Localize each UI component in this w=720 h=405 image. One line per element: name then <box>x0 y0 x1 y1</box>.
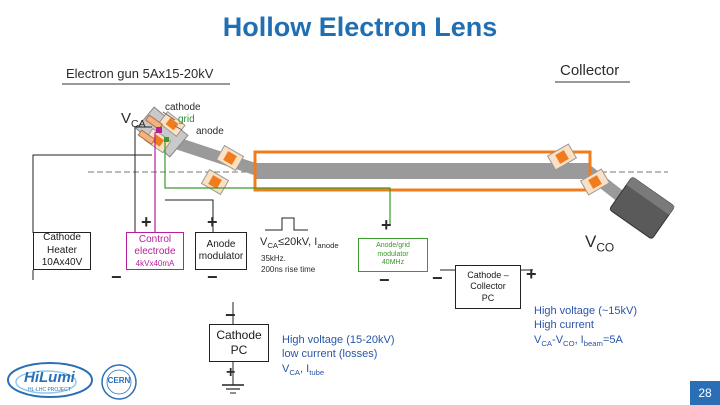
cathode-collector-pc-box: Cathode – Collector PC <box>455 265 521 309</box>
page-title: Hollow Electron Lens <box>222 12 498 42</box>
cathode-pointer <box>162 111 176 121</box>
collector-coil-upper <box>546 143 578 171</box>
collector-body <box>609 176 675 239</box>
control-electrode-box: Control electrode 4kVx40mA <box>126 232 184 270</box>
collector-coil-lower <box>579 168 611 196</box>
high-current-note: High voltage (~15kV) High current VCA-VC… <box>534 305 638 348</box>
anode-wire <box>164 142 391 224</box>
gun-matching-coil-2 <box>200 168 230 196</box>
minus-cathode-pc: − <box>225 305 236 325</box>
gun-coil-upper <box>158 111 186 138</box>
cathode-electrode <box>145 114 163 131</box>
control-wire <box>154 129 161 232</box>
grid-pointer <box>174 125 183 131</box>
plus-grid-mod: + <box>381 215 392 235</box>
cathode-heater-box: Cathode Heater 10Ax40V <box>33 232 91 270</box>
hilumi-logo-subtext: HL-LHC PROJECT <box>28 387 71 393</box>
cathode-pc-box: Cathode PC <box>209 324 269 362</box>
pulse-waveform <box>265 217 308 231</box>
minus-anode-mod: − <box>207 267 218 287</box>
plus-ccpc: + <box>526 264 537 284</box>
electron-gun-label: Electron gun 5Ax15-20kV <box>66 66 214 81</box>
grid-dot <box>164 137 169 142</box>
pulse-spec: VCA≤20kV, Ianode <box>260 236 339 251</box>
hilumi-logo-text: HiLumi <box>24 369 75 386</box>
cern-logo: CERN <box>100 363 138 401</box>
anode-label: anode <box>196 126 224 137</box>
heater-wire-top <box>32 154 152 233</box>
anode-modulator-box: Anode modulator <box>195 232 247 270</box>
pulse-rise-time: 200ns rise time <box>261 265 316 274</box>
vca-label: VCA <box>121 110 146 130</box>
minus-ccpc: − <box>432 268 443 288</box>
pulse-frequency: 35kHz. <box>261 254 286 263</box>
page-number: 28 <box>690 381 720 405</box>
anode-grid-modulator-box: Anode/grid modulator 40MHz <box>358 238 428 272</box>
hilumi-logo: HiLumi HL-LHC PROJECT <box>6 360 94 400</box>
cern-logo-text: CERN <box>107 376 131 385</box>
plus-cathode-pc: + <box>226 364 236 381</box>
low-current-note: High voltage (15-20kV) low current (loss… <box>282 334 395 377</box>
gun-matching-coil-1 <box>215 144 245 172</box>
grid-label: grid <box>178 114 195 125</box>
main-beam-tube <box>255 163 590 179</box>
cathode-label: cathode <box>165 102 201 113</box>
collector-label: Collector <box>560 62 620 79</box>
anode-modulator-wire <box>165 199 214 232</box>
minus-grid-mod: − <box>379 270 390 290</box>
plus-control: + <box>141 212 152 232</box>
vco-label: VCO <box>585 232 615 255</box>
anode-electrode <box>137 129 156 145</box>
main-solenoid <box>253 150 592 192</box>
plus-anode-mod: + <box>207 212 218 232</box>
minus-control: − <box>111 267 122 287</box>
